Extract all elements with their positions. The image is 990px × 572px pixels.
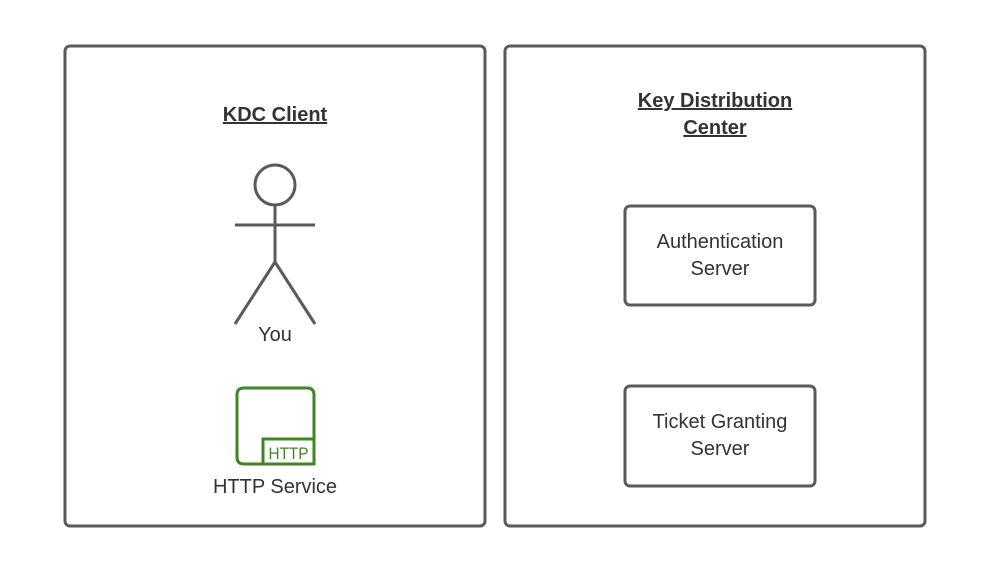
ticket-granting-server-box <box>623 384 817 488</box>
actor-icon <box>233 163 317 325</box>
http-service-icon: HTTP <box>235 386 316 466</box>
ticket-granting-server-line1: Ticket Granting <box>653 411 788 433</box>
actor-label: You <box>258 324 292 346</box>
svg-text:HTTP: HTTP <box>269 444 309 463</box>
authentication-server-box <box>623 204 817 307</box>
authentication-server-line1: Authentication <box>657 231 784 253</box>
ticket-granting-server-line2: Server <box>691 438 750 460</box>
http-service-label: HTTP Service <box>213 476 337 498</box>
kdc-title-line1: Key Distribution <box>638 90 792 112</box>
authentication-server-line2: Server <box>691 258 750 280</box>
kdc-client-title: KDC Client <box>223 104 328 126</box>
kdc-title-line2: Center <box>683 117 747 139</box>
kdc-client-panel <box>63 44 487 528</box>
